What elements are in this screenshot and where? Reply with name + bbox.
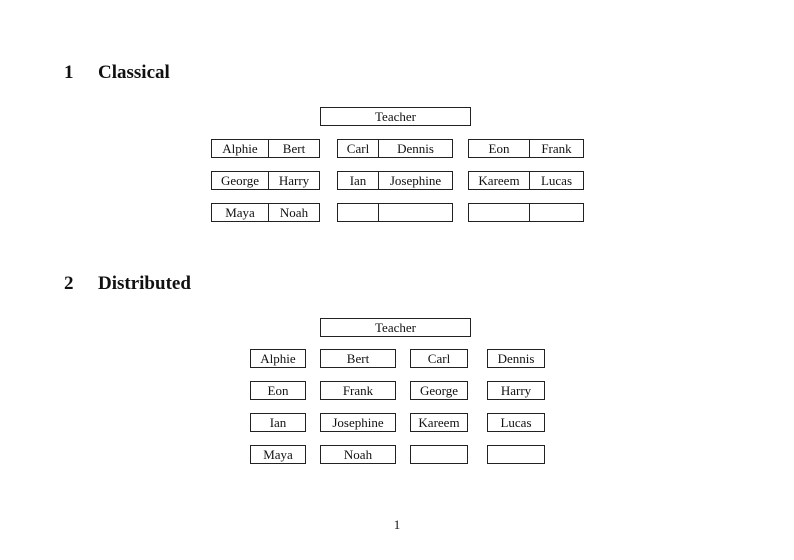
seat-box: Ian xyxy=(250,413,306,432)
seat-box: Noah xyxy=(320,445,396,464)
seat-box: Eon xyxy=(250,381,306,400)
seat-box: Carl xyxy=(410,349,468,368)
desk-cell xyxy=(469,204,530,221)
seat-box: Alphie xyxy=(250,349,306,368)
desk-cell: Harry xyxy=(278,173,310,188)
desk-cell: Bert xyxy=(282,141,306,156)
desk-classical-r3c1: Maya Noah xyxy=(211,203,320,222)
desk-cell xyxy=(379,204,452,221)
desk-cell: Frank xyxy=(541,141,572,156)
desk-cell: Lucas xyxy=(540,173,573,188)
seat-box: Bert xyxy=(320,349,396,368)
desk-cell: Carl xyxy=(338,140,379,157)
seat-box: Dennis xyxy=(487,349,545,368)
seat-box: Frank xyxy=(320,381,396,400)
section-number: 2 xyxy=(64,273,74,294)
desk-cell: Josephine xyxy=(389,173,442,188)
section-number: 1 xyxy=(64,62,74,83)
desk-cell: Ian xyxy=(338,172,379,189)
seat-box: Harry xyxy=(487,381,545,400)
teacher-label: Teacher xyxy=(375,320,416,335)
teacher-label: Teacher xyxy=(375,109,416,124)
desk-cell xyxy=(530,204,583,221)
desk-classical-r1c3: Eon Frank xyxy=(468,139,584,158)
seat-box xyxy=(410,445,468,464)
desk-classical-r2c2: Ian Josephine xyxy=(337,171,453,190)
desk-cell: George xyxy=(212,172,269,189)
desk-cell xyxy=(338,204,379,221)
desk-classical-r1c2: Carl Dennis xyxy=(337,139,453,158)
seat-box: Maya xyxy=(250,445,306,464)
desk-cell: Kareem xyxy=(469,172,530,189)
desk-cell: Maya xyxy=(212,204,269,221)
desk-cell: Alphie xyxy=(212,140,269,157)
desk-classical-r2c3: Kareem Lucas xyxy=(468,171,584,190)
teacher-box-distributed: Teacher xyxy=(320,318,471,337)
section-title: Classical xyxy=(98,62,170,83)
section-heading-distributed: 2 Distributed xyxy=(64,273,191,295)
section-heading-classical: 1 Classical xyxy=(64,62,170,84)
seat-box: Josephine xyxy=(320,413,396,432)
desk-classical-r1c1: Alphie Bert xyxy=(211,139,320,158)
seat-box: Kareem xyxy=(410,413,468,432)
seat-box xyxy=(487,445,545,464)
seat-box: George xyxy=(410,381,468,400)
desk-cell: Dennis xyxy=(397,141,434,156)
page-number: 1 xyxy=(393,517,401,532)
desk-classical-r3c2 xyxy=(337,203,453,222)
section-title: Distributed xyxy=(98,273,191,294)
desk-classical-r3c3 xyxy=(468,203,584,222)
desk-cell: Noah xyxy=(279,205,309,220)
desk-cell: Eon xyxy=(469,140,530,157)
teacher-box-classical: Teacher xyxy=(320,107,471,126)
seat-box: Lucas xyxy=(487,413,545,432)
desk-classical-r2c1: George Harry xyxy=(211,171,320,190)
